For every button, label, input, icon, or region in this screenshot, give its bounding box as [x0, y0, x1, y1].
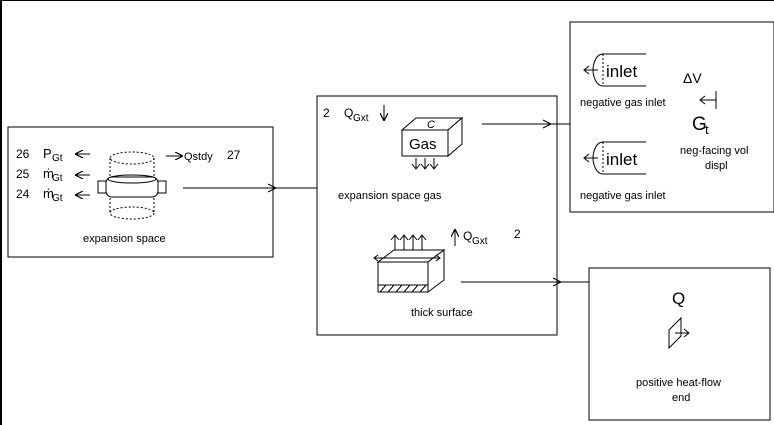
inlet-2-label: negative gas inlet: [580, 190, 666, 202]
heatflow-icon: Q: [668, 289, 690, 350]
expansion-space-block[interactable]: [7, 126, 274, 258]
q-bottom-port[interactable]: Q Gxt 2: [455, 227, 521, 247]
q-top-port[interactable]: 2 Q Gxt: [323, 105, 384, 124]
expansion-space-label: expansion space: [83, 233, 166, 245]
heatflow-label-2: end: [672, 392, 690, 404]
svg-text:inlet: inlet: [606, 62, 637, 81]
svg-text:Q: Q: [463, 229, 472, 243]
svg-text:25: 25: [16, 167, 30, 181]
svg-text:t: t: [705, 122, 709, 137]
svg-text:Q: Q: [672, 289, 685, 308]
negative-gas-inlet-2[interactable]: inlet negative gas inlet: [580, 141, 666, 202]
svg-text:Gt: Gt: [52, 173, 63, 184]
svg-text:2: 2: [514, 227, 521, 241]
negative-gas-inlet-1[interactable]: inlet negative gas inlet: [580, 53, 666, 109]
svg-text:27: 27: [227, 148, 241, 162]
heatflow-block[interactable]: [588, 267, 771, 421]
svg-text:G: G: [692, 114, 707, 135]
svg-text:neg-facing vol: neg-facing vol: [680, 145, 749, 157]
svg-text:Qstdy: Qstdy: [184, 151, 213, 163]
svg-text:C: C: [427, 119, 435, 131]
port-26[interactable]: 26 P Gt: [16, 146, 90, 164]
inlet-1-label: negative gas inlet: [580, 97, 666, 109]
svg-text:inlet: inlet: [606, 150, 637, 169]
neg-facing-vol-displ[interactable]: ΔV G t neg-facing vol displ: [680, 70, 749, 172]
cylinder-icon: [97, 151, 167, 220]
thick-surface-icon: [373, 234, 446, 293]
heatflow-label-1: positive heat-flow: [636, 377, 721, 389]
svg-text:ṁ: ṁ: [43, 186, 54, 201]
qstdy-port[interactable]: Qstdy 27: [166, 148, 241, 163]
svg-text:Q: Q: [344, 106, 353, 120]
svg-text:P: P: [43, 146, 52, 161]
svg-text:displ: displ: [705, 160, 728, 172]
port-24[interactable]: 24 ṁ Gt: [16, 186, 90, 204]
svg-text:ṁ: ṁ: [43, 166, 54, 181]
svg-text:26: 26: [16, 147, 30, 161]
gas-box-icon: C Gas: [400, 116, 464, 170]
thick-surface-label: thick surface: [411, 307, 473, 319]
svg-text:2: 2: [323, 106, 330, 120]
svg-text:24: 24: [16, 187, 30, 201]
svg-text:Gt: Gt: [52, 153, 63, 164]
gas-block[interactable]: [316, 95, 558, 336]
svg-text:ΔV: ΔV: [683, 70, 702, 86]
svg-text:Gt: Gt: [52, 193, 63, 204]
expansion-space-gas-label: expansion space gas: [338, 190, 442, 202]
svg-text:Gas: Gas: [409, 136, 437, 153]
port-25[interactable]: 25 ṁ Gt: [16, 166, 90, 184]
inlet-block[interactable]: [569, 21, 774, 213]
svg-text:Gxt: Gxt: [353, 113, 369, 124]
svg-text:Gxt: Gxt: [472, 236, 488, 247]
